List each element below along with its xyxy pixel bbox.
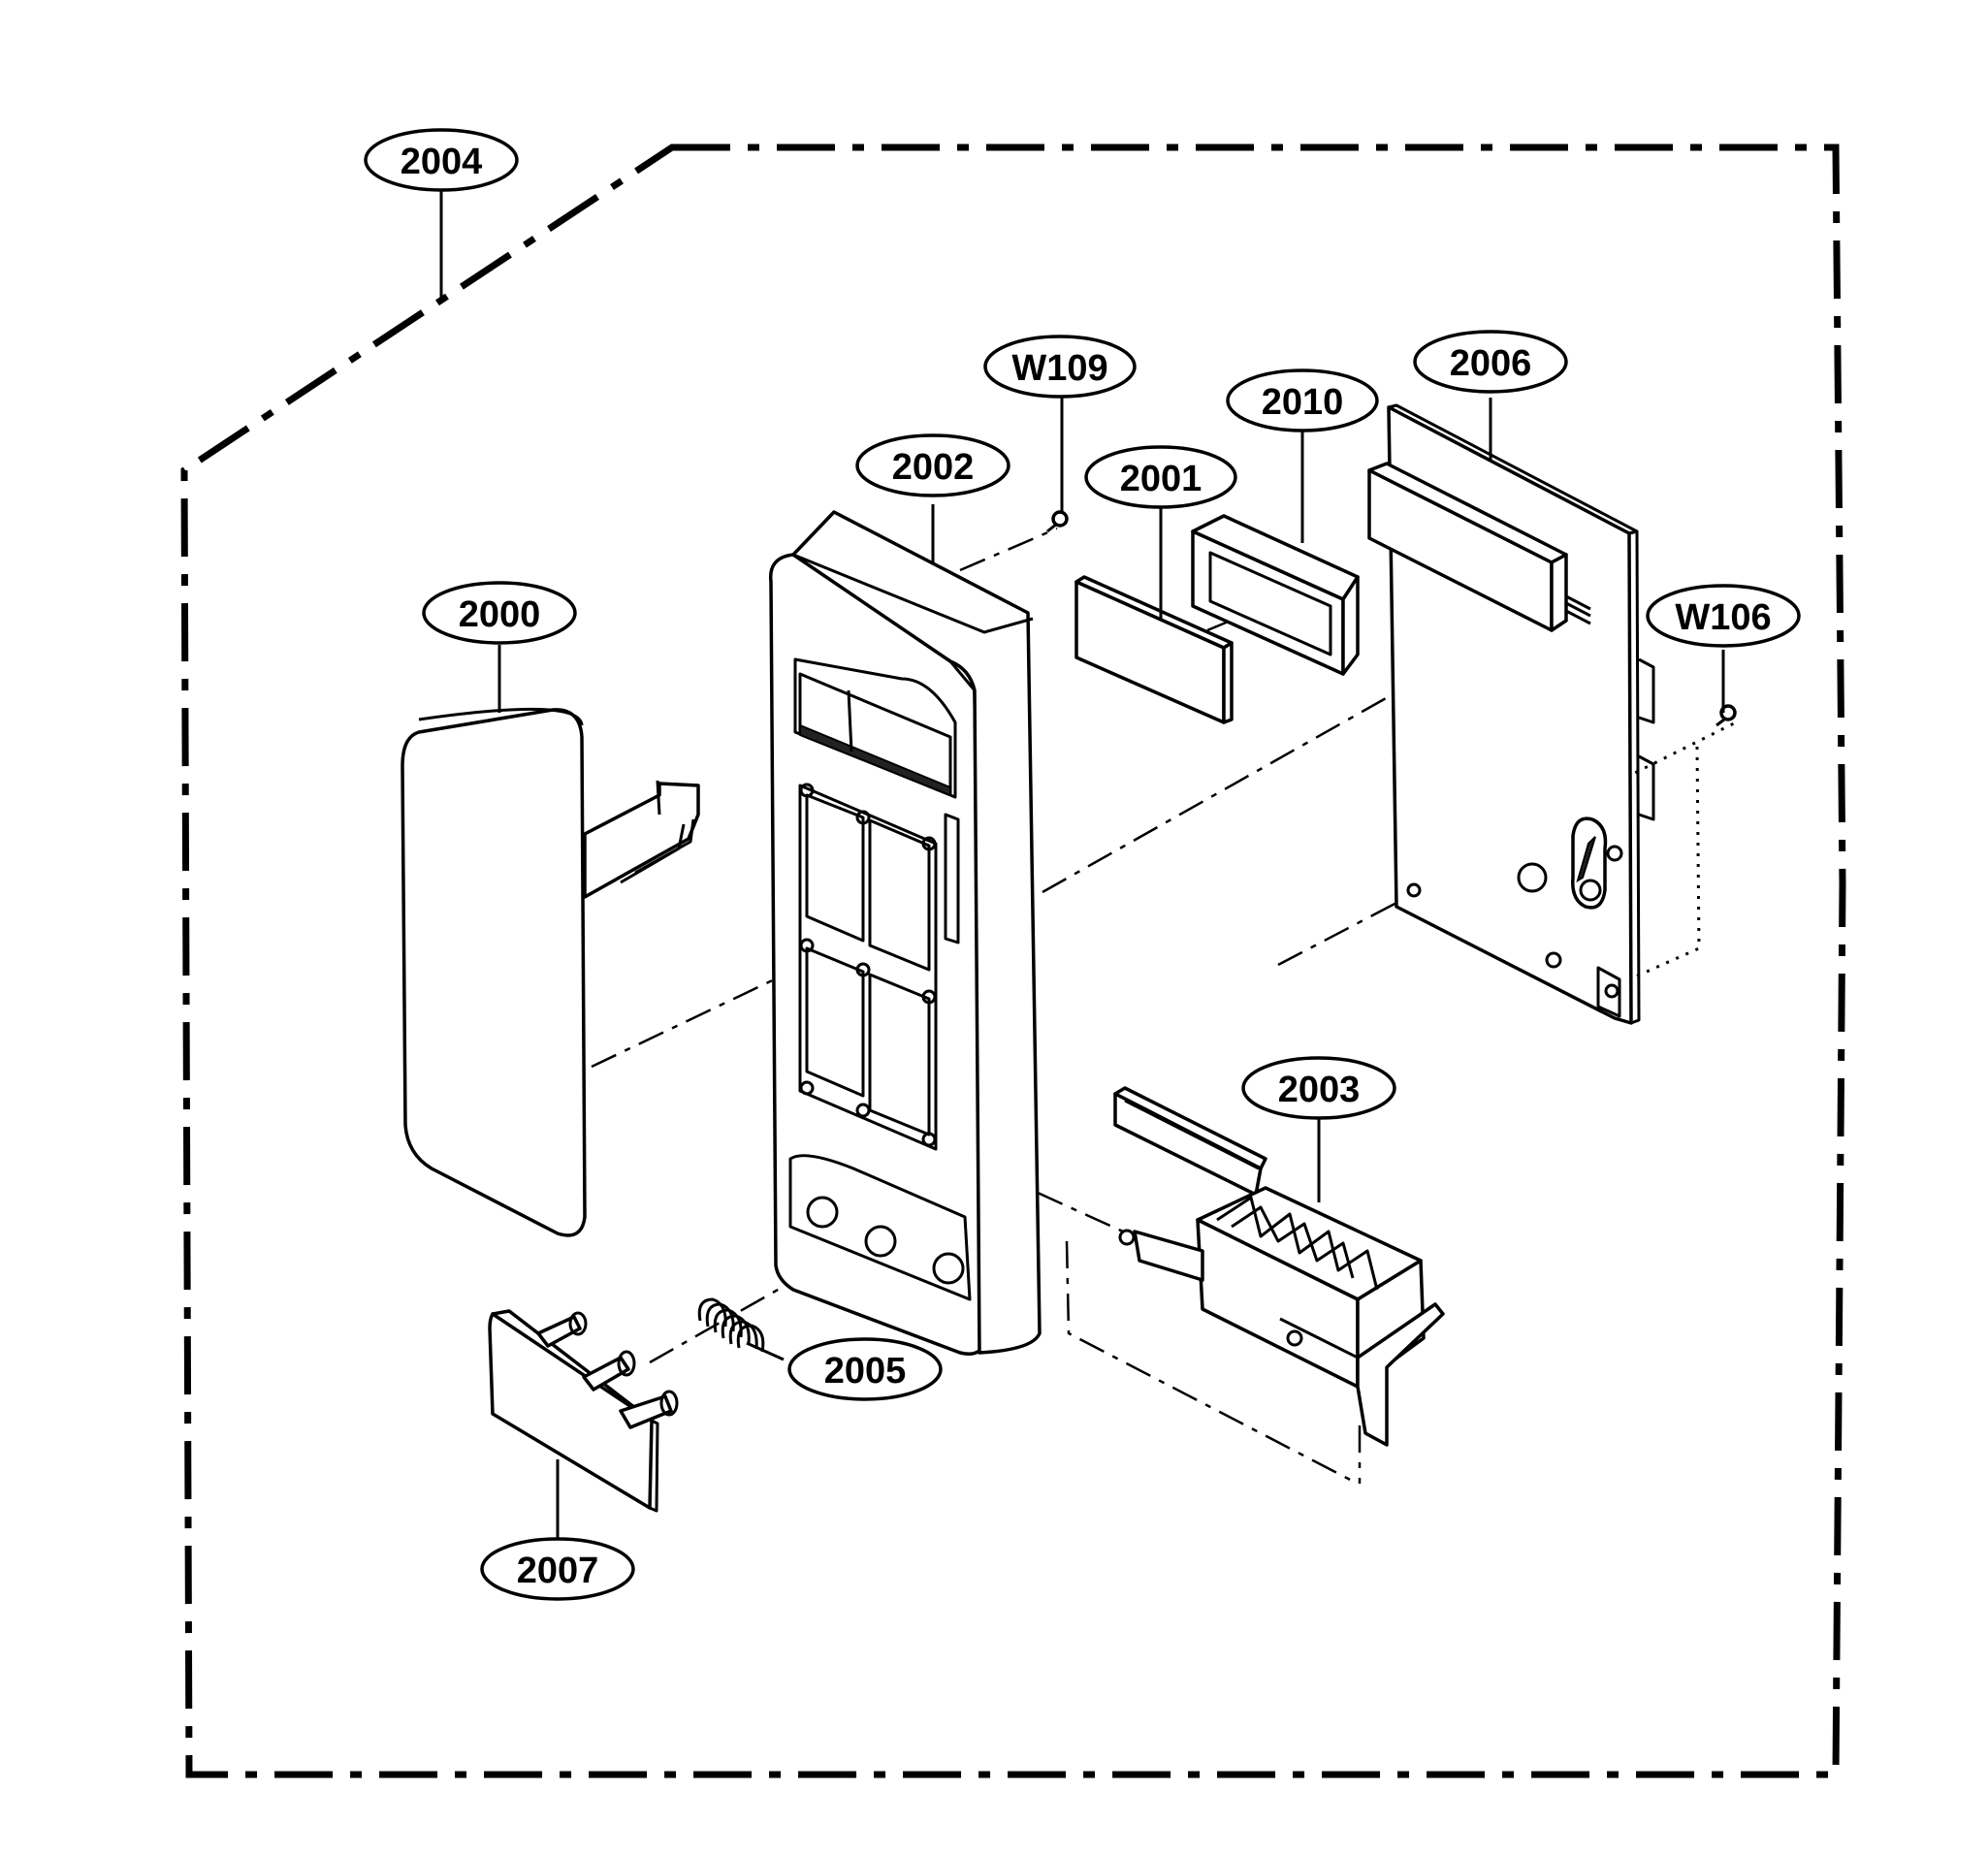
callout-leaders: [439, 189, 1725, 1542]
part-w109-screw: [1046, 510, 1069, 533]
callout-2010-text: 2010: [1262, 382, 1344, 423]
callout-2001-text: 2001: [1120, 459, 1202, 499]
part-2005-spring: [697, 1297, 765, 1353]
callout-2004: 2004: [364, 128, 519, 192]
callout-w106: W106: [1646, 584, 1801, 648]
callout-2003: 2003: [1241, 1056, 1396, 1120]
callout-w109: W109: [983, 335, 1137, 399]
callout-2000: 2000: [422, 581, 577, 645]
callout-2007-text: 2007: [517, 1551, 599, 1591]
part-2001-display-filter: [1074, 575, 1234, 724]
part-2007-release-button: [488, 1309, 679, 1513]
part-2010-display-holder: [1191, 514, 1360, 676]
callout-w106-text: W106: [1675, 597, 1771, 638]
callout-2003-text: 2003: [1278, 1070, 1361, 1110]
part-2003-latch-lever: [1113, 1086, 1445, 1447]
part-2006-pcb-board: [1367, 403, 1655, 1025]
part-2002-control-panel: [768, 510, 1042, 1356]
part-2000-membrane-keypad: [401, 707, 700, 1237]
assembly-boundary-outline: [180, 144, 1846, 1778]
callout-2005-text: 2005: [824, 1351, 907, 1392]
callout-2010: 2010: [1226, 368, 1379, 432]
callout-2006: 2006: [1413, 330, 1568, 394]
callout-2002: 2002: [855, 433, 1010, 497]
callout-2000-text: 2000: [459, 594, 541, 635]
callout-w109-text: W109: [1011, 348, 1107, 389]
callout-2007: 2007: [480, 1537, 635, 1601]
callout-2001: 2001: [1084, 445, 1237, 509]
callout-2004-text: 2004: [401, 142, 483, 182]
callout-2005: 2005: [787, 1337, 943, 1401]
callout-2002-text: 2002: [892, 447, 975, 488]
callout-2006-text: 2006: [1450, 343, 1532, 384]
part-w106-screw: [1715, 704, 1737, 727]
